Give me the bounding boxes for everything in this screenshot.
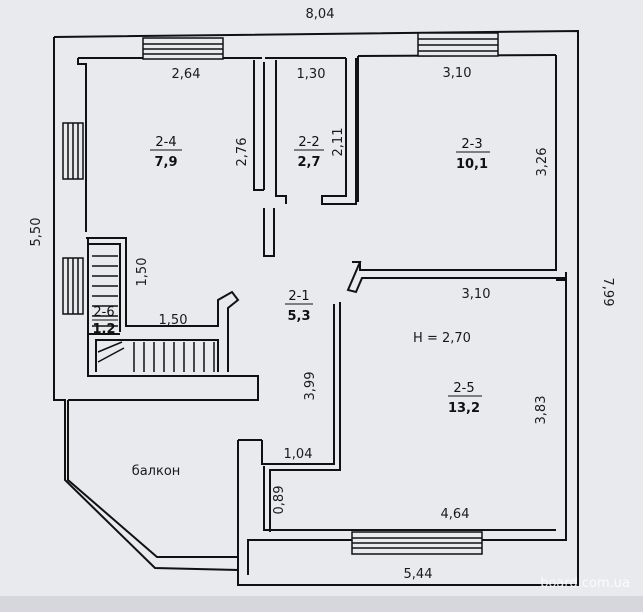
room-area: 10,1 — [456, 157, 488, 172]
room-area: 7,9 — [154, 155, 177, 170]
dim-bottom-total: 5,44 — [404, 567, 433, 582]
watermark: board.com.ua — [540, 576, 630, 591]
room-id: 2-4 — [155, 135, 176, 150]
window-left-lower — [62, 257, 84, 315]
dim-hall-height: 3,99 — [303, 372, 318, 401]
room-area: 13,2 — [448, 401, 480, 416]
dim-top-total: 8,04 — [306, 7, 335, 22]
dim-room-2-5-height: 3,83 — [534, 396, 549, 425]
room-2-3-label: 2-3 10,1 — [456, 137, 490, 172]
room-2-4-label: 2-4 7,9 — [150, 135, 182, 170]
dim-step-width: 1,04 — [284, 447, 313, 462]
room-id: 2-1 — [288, 289, 309, 304]
room-id: 2-2 — [298, 135, 319, 150]
room-2-6-label: 2-6 1,2 — [92, 305, 118, 337]
balcony-label: балкон — [132, 464, 181, 479]
dim-right-total: 7,99 — [600, 278, 615, 307]
room-id: 2-3 — [461, 137, 482, 152]
dim-left-total: 5,50 — [29, 218, 44, 247]
windows — [62, 32, 499, 555]
dim-room-2-5-bottom-width: 4,64 — [441, 507, 470, 522]
dim-room-2-3-height: 3,26 — [535, 148, 550, 177]
room-2-2-label: 2-2 2,7 — [294, 135, 324, 170]
dim-room-2-5-top-width: 3,10 — [462, 287, 491, 302]
dim-stair-width: 1,50 — [159, 313, 188, 328]
room-2-5-label: 2-5 13,2 — [448, 381, 482, 416]
dim-room-2-4-height: 2,76 — [235, 138, 250, 167]
window-top-left — [142, 37, 224, 60]
room-area: 1,2 — [92, 322, 115, 337]
dim-room-2-3-width: 3,10 — [443, 66, 472, 81]
dim-stair-height: 1,50 — [135, 258, 150, 287]
window-top-right — [417, 32, 499, 57]
room-2-2-walls — [275, 58, 357, 205]
window-left-upper — [62, 122, 84, 180]
window-bottom — [351, 531, 483, 555]
dim-room-2-2-height: 2,11 — [331, 128, 346, 157]
stair-steps — [92, 255, 215, 372]
room-2-4-walls — [77, 58, 275, 257]
dim-room-2-2-width: 1,30 — [297, 67, 326, 82]
dim-room-2-4-width: 2,64 — [172, 67, 201, 82]
dim-step-height: 0,89 — [272, 486, 287, 515]
room-id: 2-5 — [453, 381, 474, 396]
ceiling-height: Н = 2,70 — [413, 331, 471, 346]
room-area: 2,7 — [297, 155, 320, 170]
room-area: 5,3 — [287, 309, 310, 324]
staircase — [68, 237, 259, 401]
bottom-strip — [0, 596, 643, 612]
room-2-1-label: 2-1 5,3 — [285, 289, 313, 324]
room-id: 2-6 — [93, 305, 114, 320]
